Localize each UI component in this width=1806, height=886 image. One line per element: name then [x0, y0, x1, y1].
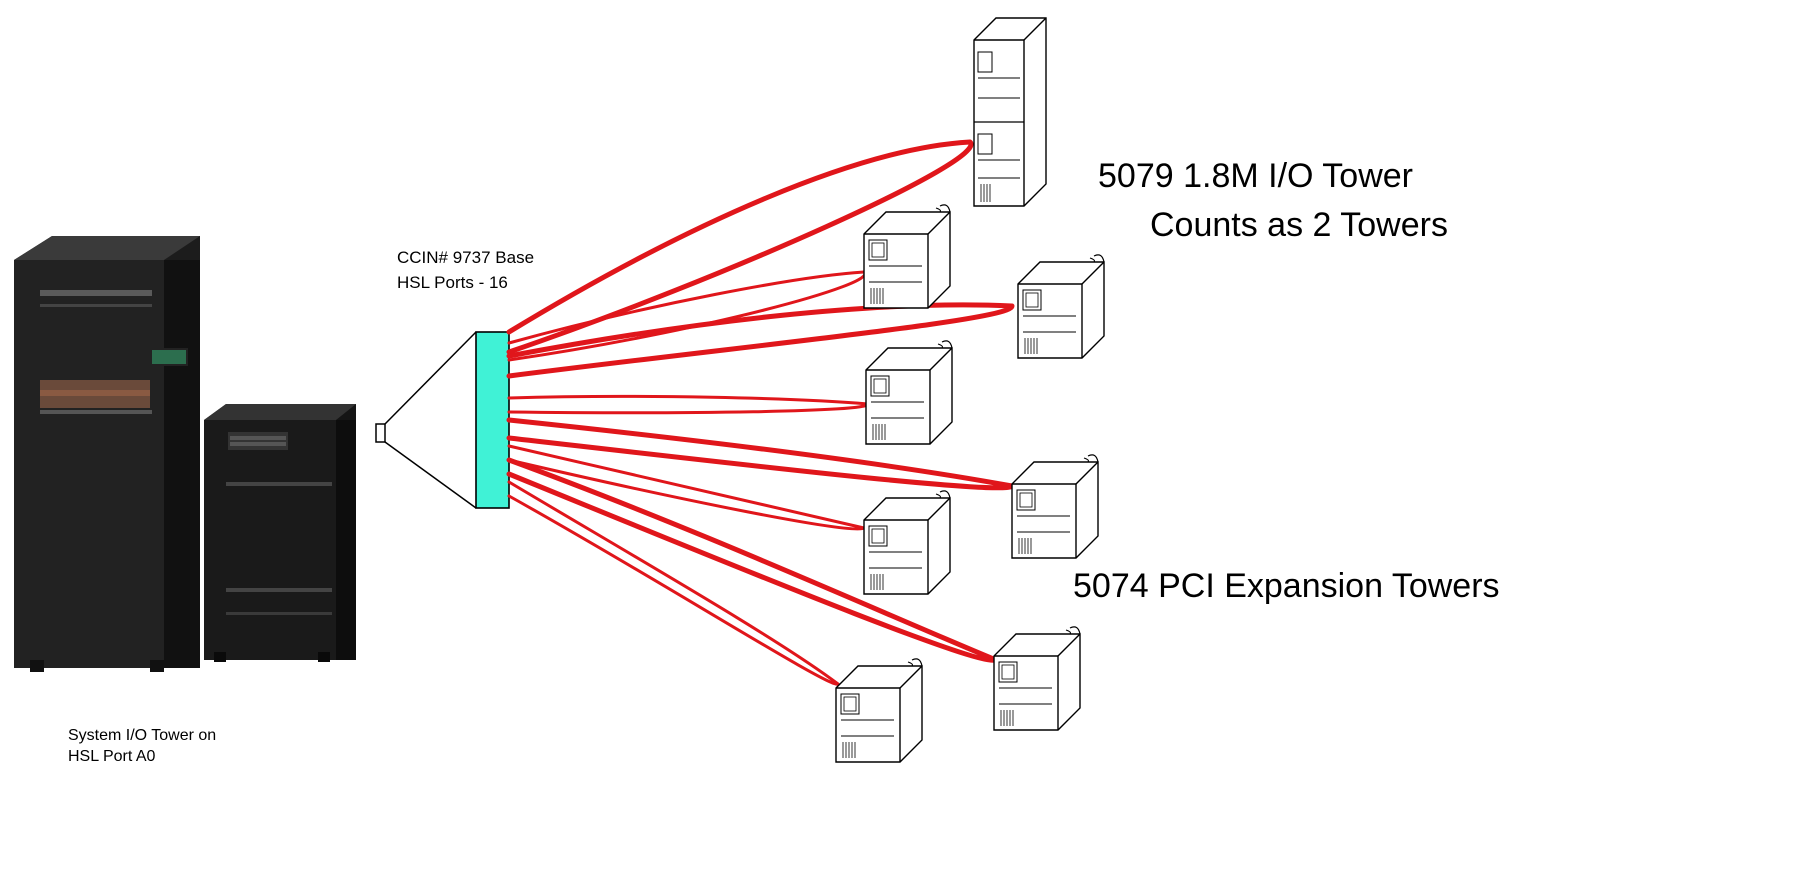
tower-5074-icon-1 [863, 204, 951, 309]
hsl-loop-5079-tower [506, 139, 974, 355]
tower-5074-icon-4 [1011, 454, 1099, 559]
tower-5074-icon-2 [1017, 254, 1105, 359]
system-io-tower-photo [14, 236, 356, 672]
system-tower-label-line2: HSL Port A0 [68, 748, 156, 765]
system-tower-label-line1: System I/O Tower on [68, 727, 217, 744]
tower-5074-icon-3 [865, 340, 953, 445]
tower-5074-icon-6 [993, 626, 1081, 731]
ccin-label-line2: HSL Ports - 16 [397, 273, 508, 292]
tower-5074-label: 5074 PCI Expansion Towers [1073, 567, 1500, 605]
tower-5074-icon-7 [835, 658, 923, 763]
ccin-label-line1: CCIN# 9737 Base [397, 248, 535, 267]
hsl-port-block [475, 331, 510, 509]
tower-5079-icon [973, 17, 1047, 207]
hsl-loop-tower-7 [507, 480, 840, 686]
tower-5079-label-line1: 5079 1.8M I/O Tower [1098, 157, 1413, 195]
tower-5074-icon-5 [863, 490, 951, 595]
hsl-loop-tower-2 [506, 302, 1015, 379]
tower-5079-label-line2: Counts as 2 Towers [1150, 206, 1448, 244]
hsl-loop-tower-3 [507, 394, 870, 415]
hsl-port-connector [375, 331, 477, 509]
